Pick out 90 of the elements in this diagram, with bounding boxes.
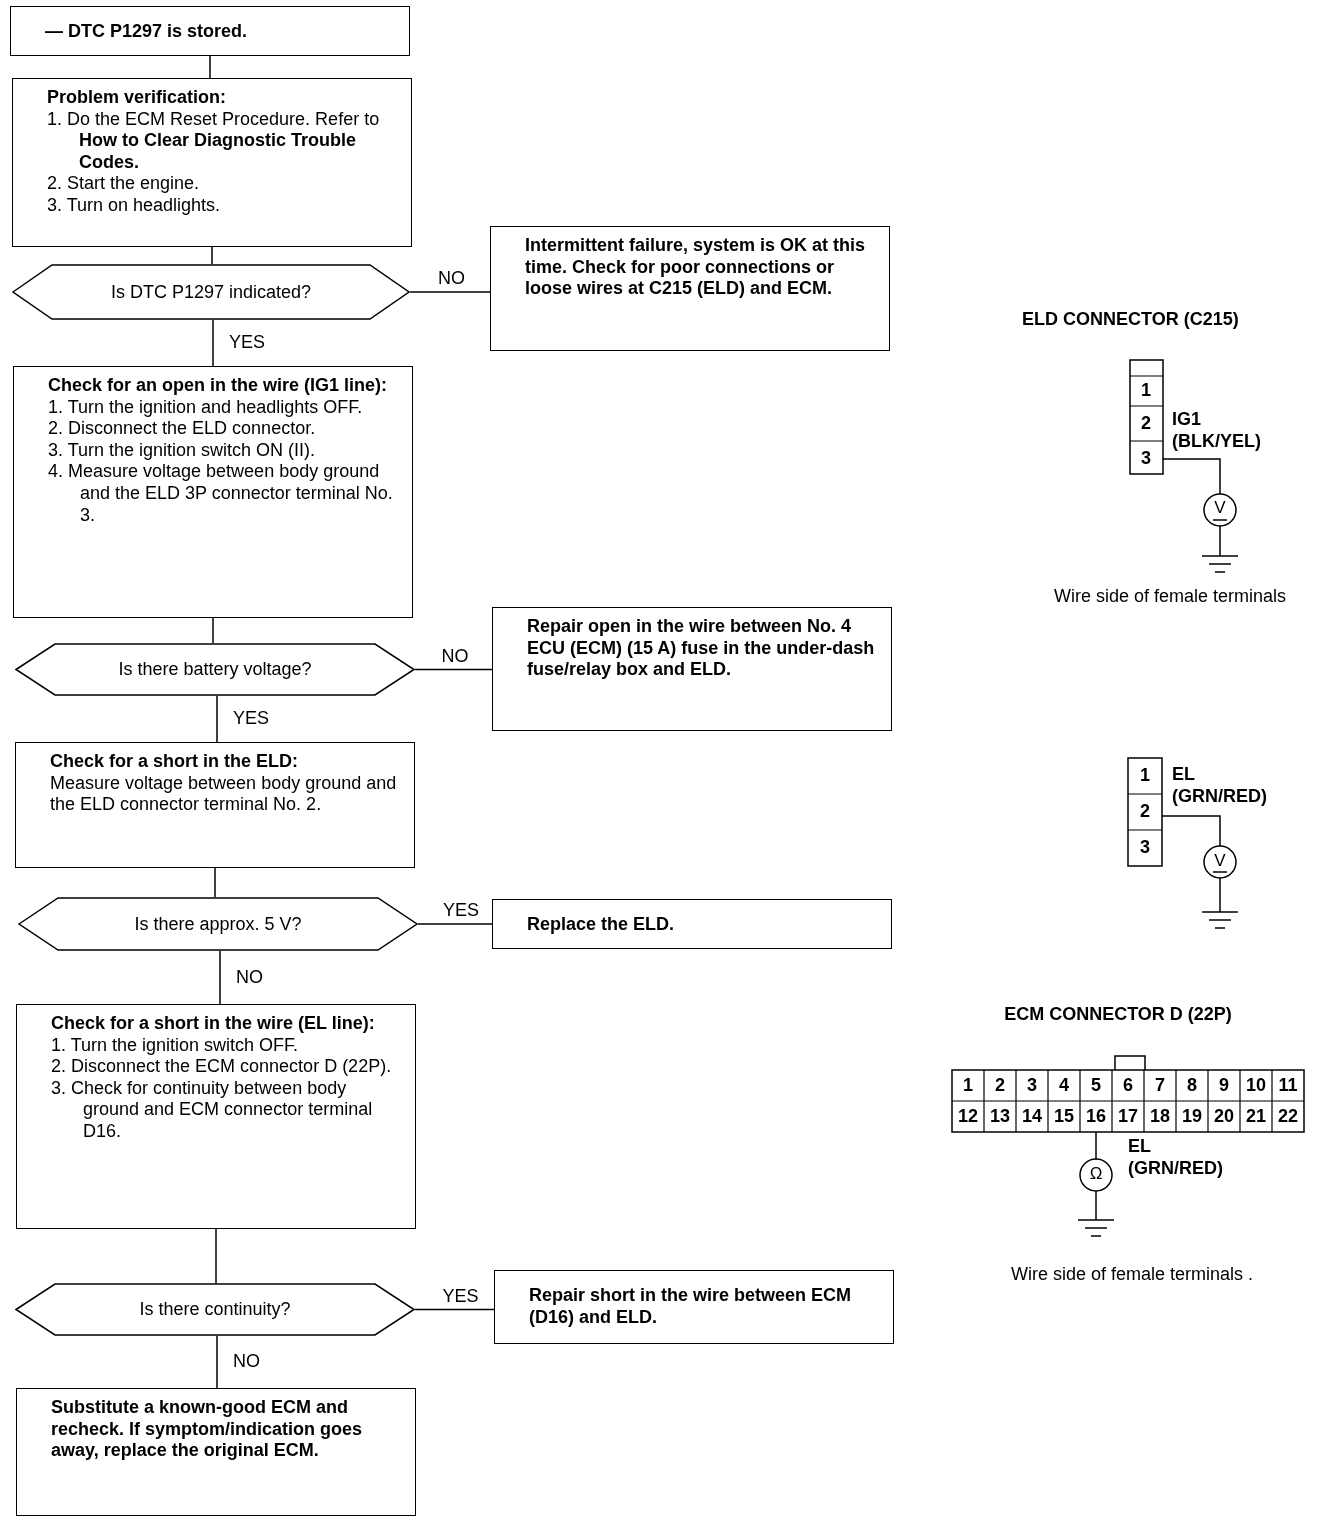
- process-box: [12, 78, 412, 247]
- step-text: 1. Do the ECM Reset Procedure. Refer to How to Clear Diagnostic Trouble Codes.: [47, 108, 381, 174]
- connector-title: ECM CONNECTOR D (22P): [1004, 1004, 1232, 1026]
- step-text: 2. Disconnect the ECM connector D (22P).: [51, 1056, 393, 1078]
- pin-number: 2: [1140, 801, 1150, 823]
- step-text: 3. Turn on headlights.: [47, 194, 222, 217]
- question-text: Is DTC P1297 indicated?: [110, 281, 312, 303]
- decision-hexagon: [18, 897, 418, 951]
- decision-hexagon: [15, 1283, 415, 1336]
- pin-number: 1: [1141, 380, 1151, 402]
- pin-number: 7: [1155, 1075, 1165, 1097]
- start-box: [10, 6, 410, 56]
- step-text: 4. Measure voltage between body ground and the ELD 3P connector terminal No. 3.: [48, 461, 394, 527]
- step-text: Measure voltage between body ground and the ELD connector terminal No. 2.: [50, 772, 398, 816]
- pin-number: 15: [1054, 1106, 1074, 1128]
- box-text: Replace the ELD.: [527, 914, 676, 936]
- wire-label: EL (GRN/RED): [1172, 764, 1268, 808]
- connector-line: [214, 867, 216, 898]
- caption-text: Wire side of female terminals: [1053, 586, 1287, 608]
- box-heading: Check for an open in the wire (IG1 line):: [48, 375, 389, 397]
- pin-number: 3: [1140, 837, 1150, 859]
- process-box: [16, 1388, 416, 1516]
- process-box: [492, 607, 892, 731]
- pin-number: 3: [1027, 1075, 1037, 1097]
- connector-line: [409, 291, 491, 293]
- box-heading: Problem verification:: [47, 87, 228, 109]
- process-box: [494, 1270, 894, 1344]
- pin-number: 5: [1091, 1075, 1101, 1097]
- pin-number: 17: [1118, 1106, 1138, 1128]
- box-heading: Check for a short in the ELD:: [50, 751, 300, 773]
- pin-number: 11: [1278, 1075, 1298, 1097]
- process-box: [13, 366, 413, 618]
- pin-number: 2: [995, 1075, 1005, 1097]
- connector-line: [215, 1228, 217, 1284]
- pin-number: 9: [1219, 1075, 1229, 1097]
- step-text: 2. Disconnect the ELD connector.: [48, 418, 317, 440]
- pin-number: 2: [1141, 413, 1151, 435]
- decision-hexagon: [15, 643, 415, 696]
- connector-line: [414, 1308, 495, 1311]
- pin-number: 1: [1140, 765, 1150, 787]
- box-heading: Check for a short in the wire (EL line):: [51, 1013, 376, 1035]
- meter-letter: V: [1214, 498, 1226, 519]
- wire-label: IG1 (BLK/YEL): [1172, 409, 1262, 453]
- pin-number: 8: [1187, 1075, 1197, 1097]
- step-text: 3. Check for continuity between body ground and ECM connector terminal D16.: [51, 1077, 374, 1143]
- pin-number: 13: [990, 1106, 1010, 1128]
- box-text: Substitute a known-good ECM and recheck. If symptom/indication goes away, replace the original ECM.: [51, 1397, 364, 1462]
- pin-number: 14: [1022, 1106, 1042, 1128]
- pin-number: 18: [1150, 1106, 1170, 1128]
- step-text: 3. Turn the ignition switch ON (II).: [48, 439, 317, 462]
- connector-line: [216, 1335, 218, 1389]
- pin-number: 3: [1141, 448, 1151, 470]
- caption-text: Wire side of female terminals .: [1010, 1264, 1254, 1286]
- decision-hexagon: [12, 264, 410, 320]
- box-text: Repair open in the wire between No. 4 ECU (ECM) (15 A) fuse in the under-dash fuse/relay box and ELD.: [527, 616, 876, 681]
- pin-number: 12: [958, 1106, 978, 1128]
- question-text: Is there battery voltage?: [118, 659, 312, 680]
- pin-number: 6: [1123, 1075, 1133, 1097]
- process-box: [16, 1004, 416, 1229]
- connector-title: ELD CONNECTOR (C215): [1022, 309, 1239, 331]
- step-text: 1. Turn the ignition switch OFF.: [51, 1034, 300, 1057]
- box-text: — DTC P1297 is stored.: [45, 21, 249, 43]
- pin-number: 1: [963, 1075, 973, 1097]
- wire-label: EL (GRN/RED): [1128, 1136, 1224, 1180]
- pin-number: 22: [1278, 1106, 1298, 1128]
- connector-line: [211, 246, 213, 265]
- pin-number: 20: [1214, 1106, 1234, 1128]
- meter-letter: V: [1214, 851, 1226, 872]
- meter-letter: Ω: [1089, 1164, 1103, 1185]
- process-box: [15, 742, 415, 868]
- box-text: Repair short in the wire between ECM (D16) and ELD.: [529, 1285, 853, 1329]
- box-text: Intermittent failure, system is OK at this time. Check for poor connections or loose wires at C215 (ELD) and ECM.: [525, 235, 867, 300]
- connector-line: [212, 319, 214, 367]
- pin-number: 10: [1246, 1075, 1266, 1097]
- pin-number: 21: [1246, 1106, 1266, 1128]
- question-text: Is there approx. 5 V?: [134, 913, 302, 935]
- connector-line: [417, 923, 493, 925]
- pin-number: 19: [1182, 1106, 1202, 1128]
- step-text: 2. Start the engine.: [47, 173, 201, 195]
- connector-line: [219, 950, 221, 1005]
- process-box: [492, 899, 892, 949]
- connector-line: [212, 617, 214, 644]
- connector-line: [414, 668, 493, 671]
- pin-number: 4: [1059, 1075, 1069, 1097]
- connector-line: [216, 695, 218, 743]
- question-text: Is there continuity?: [139, 1299, 291, 1320]
- step-text: 1. Turn the ignition and headlights OFF.: [48, 396, 364, 419]
- pin-number: 16: [1086, 1106, 1106, 1128]
- process-box: [490, 226, 890, 351]
- connector-line: [209, 55, 211, 79]
